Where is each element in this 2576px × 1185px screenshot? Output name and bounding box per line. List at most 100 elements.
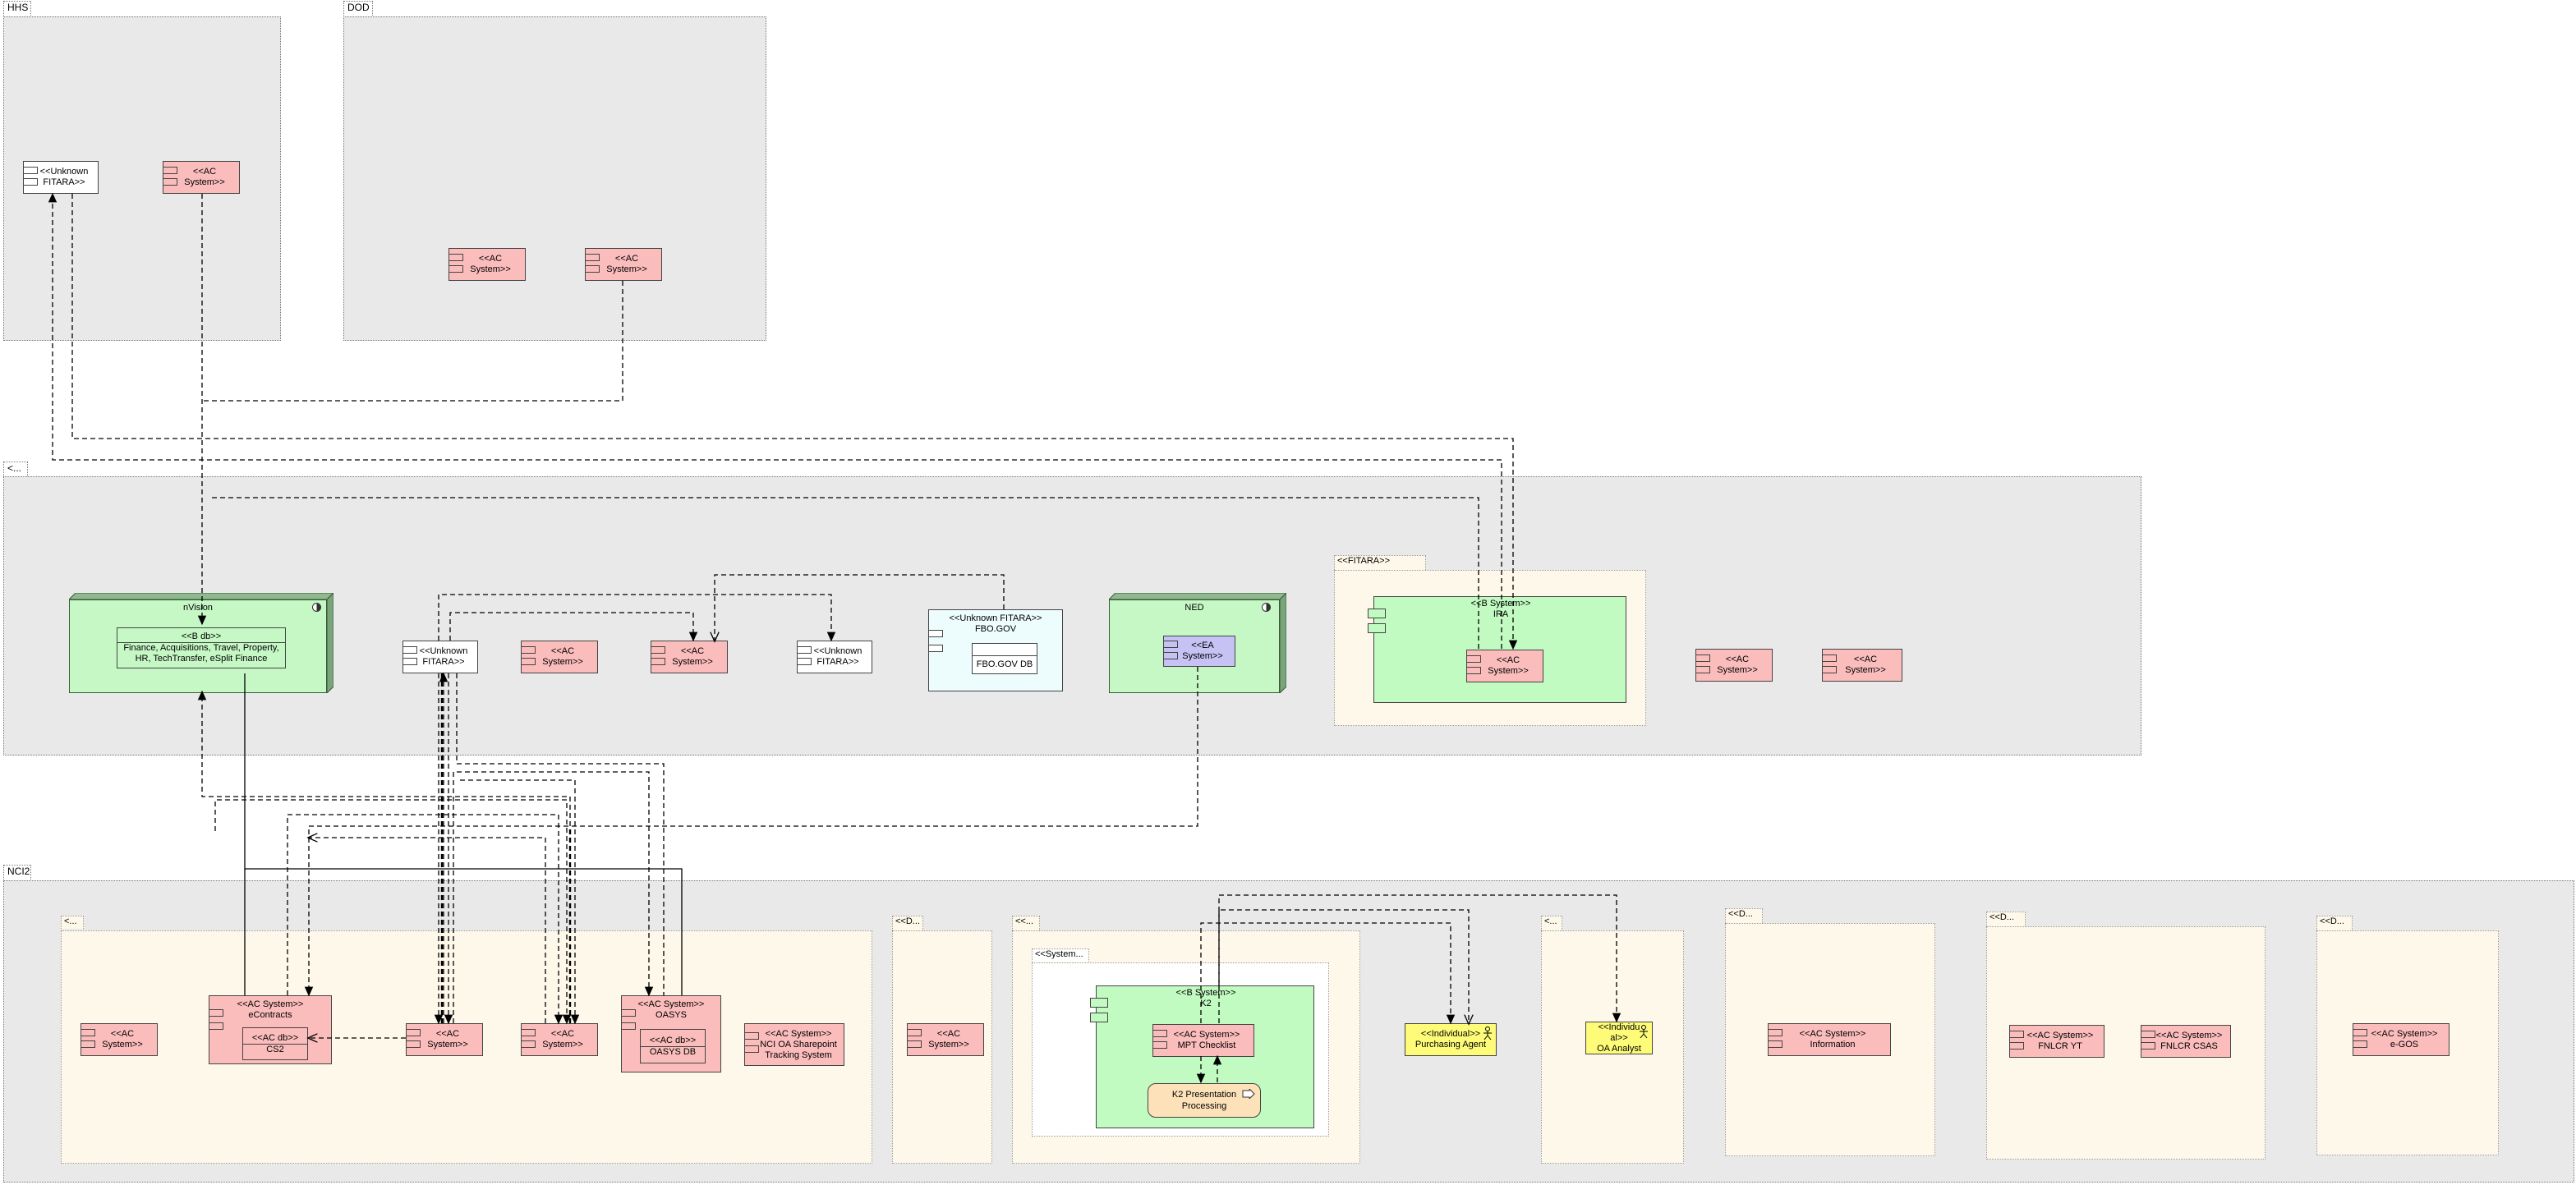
component-stereotype: <<AC System>> (606, 254, 647, 274)
package-tab-nci2[interactable]: NCI2 (3, 865, 31, 881)
b-system-name: K2 (1200, 999, 1212, 1008)
oasys-db[interactable]: <<AC db>> OASYS DB (640, 1029, 706, 1063)
subpackage-tab-mid[interactable]: <... (1541, 916, 1562, 930)
component-stereotype: <<AC System>> (2371, 1029, 2438, 1039)
component-stereotype: <<Unknown FITARA>> (949, 613, 1042, 623)
nvision-db[interactable]: <<B db>> Finance, Acquisitions, Travel, … (117, 627, 286, 668)
component-stereotype: <<AC System>> (1173, 1030, 1240, 1040)
component-name: FNLCR CSAS (2160, 1041, 2218, 1051)
subpackage-tab-system[interactable]: <<System... (1032, 948, 1089, 962)
component-stereotype: <<AC System>> (1717, 655, 1758, 675)
fbo-gov-db[interactable]: FBO.GOV DB (972, 643, 1037, 674)
component-stereotype: <<AC System>> (542, 646, 583, 667)
k2-presentation-process[interactable]: K2 Presentation Processing (1148, 1083, 1261, 1118)
ac-system-component[interactable]: <<AC System>> (1466, 650, 1543, 682)
mpt-checklist-component[interactable]: <<AC System>> MPT Checklist (1152, 1024, 1254, 1057)
cs2-db[interactable]: <<AC db>> CS2 (242, 1027, 308, 1060)
component-stereotype: <<Unknown FITARA>> (419, 646, 468, 667)
db-name: OASYS DB (649, 1046, 697, 1057)
unknown-fitara-component[interactable]: <<Unknown FITARA>> (402, 641, 478, 673)
component-stereotype: <<Unknown FITARA>> (39, 167, 89, 187)
node-icon (312, 603, 321, 612)
k2-b-system[interactable]: <<B System>> K2 <<AC System>> MPT Checkl… (1090, 985, 1314, 1128)
egos-component[interactable]: <<AC System>> e-GOS (2353, 1023, 2450, 1056)
ac-system-component[interactable]: <<AC System>> (521, 1023, 598, 1056)
db-stereotype: <<AC db>> (641, 1036, 705, 1047)
b-system-stereotype: <<B System>> (1470, 599, 1531, 609)
db-stereotype: <<B db>> (117, 632, 285, 643)
subpackage-tab-d4[interactable]: <<D... (2316, 916, 2353, 930)
fbo-gov-component[interactable]: <<Unknown FITARA>> FBO.GOV FBO.GOV DB (928, 609, 1063, 691)
package-tab-middle[interactable]: <... (3, 462, 28, 478)
ac-system-component[interactable]: <<AC System>> (585, 248, 662, 281)
component-name: FBO.GOV (974, 624, 1017, 634)
component-stereotype: <<AC System>> (1845, 655, 1886, 675)
subpackage-tab-d2[interactable]: <<D... (1725, 908, 1763, 923)
unknown-fitara-component[interactable]: <<Unknown FITARA>> (23, 161, 99, 194)
component-stereotype: <<AC System>> (2155, 1031, 2223, 1040)
ira-b-system[interactable]: <<B System>> IRA <<AC System>> (1368, 596, 1626, 703)
subpackage-tab-left[interactable]: <... (61, 916, 84, 929)
ea-system-component[interactable]: <<EA System>> (1163, 636, 1235, 667)
ned-node[interactable]: NED <<EA System>> (1109, 593, 1286, 693)
b-system-name: IRA (1493, 609, 1509, 619)
db-name: CS2 (266, 1044, 284, 1054)
oasys-component[interactable]: <<AC System>> OASYS <<AC db>> OASYS DB (621, 995, 721, 1072)
nvision-node[interactable]: nVision <<B db>> Finance, Acquisitions, … (69, 593, 334, 693)
unknown-fitara-component[interactable]: <<Unknown FITARA>> (797, 641, 872, 673)
information-component[interactable]: <<AC System>> Information (1768, 1023, 1891, 1056)
subpackage-tab-d3[interactable]: <<D... (1986, 912, 2026, 926)
package-tab-dod[interactable]: DOD (343, 1, 373, 17)
component-stereotype: <<AC System>> (765, 1028, 832, 1039)
db-text: Finance, Acquisitions, Travel, Property,… (123, 643, 279, 664)
component-name: NCI OA Sharepoint Tracking System (760, 1039, 837, 1060)
db-header (973, 647, 1037, 656)
component-name: OASYS (656, 1010, 687, 1020)
ac-system-component[interactable]: <<AC System>> (80, 1023, 158, 1056)
component-stereotype: <<AC System>> (102, 1029, 143, 1050)
ac-system-component[interactable]: <<AC System>> (448, 248, 526, 281)
ac-system-component[interactable]: <<AC System>> (163, 161, 240, 194)
component-name: Information (1810, 1040, 1856, 1050)
ac-system-component[interactable]: <<AC System>> (651, 641, 728, 673)
ac-system-component[interactable]: <<AC System>> (1822, 649, 1902, 682)
subpackage-tab-k2[interactable]: <<... (1012, 916, 1040, 930)
process-name: K2 Presentation Processing (1171, 1090, 1237, 1111)
ac-system-component[interactable]: <<AC System>> (521, 641, 598, 673)
subpackage-tab-d1[interactable]: <<D... (892, 916, 923, 930)
node-icon (1262, 603, 1271, 612)
component-name: MPT Checklist (1177, 1040, 1236, 1050)
component-stereotype: <<AC System>> (427, 1029, 468, 1050)
fnlcr-yt-component[interactable]: <<AC System>> FNLCR YT (2009, 1025, 2104, 1058)
component-stereotype: <<Unknown FITARA>> (813, 646, 862, 667)
econtracts-component[interactable]: <<AC System>> eContracts <<AC db>> CS2 (209, 995, 332, 1064)
component-name: eContracts (248, 1010, 292, 1020)
oa-analyst-actor[interactable]: <<Individu al>> OA Analyst (1585, 1022, 1653, 1054)
component-stereotype: <<AC System>> (928, 1029, 969, 1050)
component-stereotype: <<AC System>> (542, 1029, 583, 1050)
component-stereotype: <<EA System>> (1182, 641, 1223, 661)
ac-system-component[interactable]: <<AC System>> (406, 1023, 483, 1056)
sharepoint-component[interactable]: <<AC System>> NCI OA Sharepoint Tracking… (744, 1023, 844, 1066)
subpackage-tab-fitara[interactable]: <<FITARA>> (1334, 555, 1426, 570)
fnlcr-csas-component[interactable]: <<AC System>> FNLCR CSAS (2141, 1025, 2231, 1058)
component-stereotype: <<AC System>> (637, 999, 705, 1009)
ac-system-component[interactable]: <<AC System>> (907, 1023, 984, 1056)
node-title: NED (1184, 603, 1204, 613)
purchasing-agent-actor[interactable]: <<Individual>> Purchasing Agent (1405, 1023, 1497, 1056)
stick-figure-icon (1640, 1025, 1648, 1038)
ac-system-component[interactable]: <<AC System>> (1695, 649, 1773, 682)
b-system-stereotype: <<B System>> (1175, 988, 1236, 998)
process-arrow-icon (1242, 1089, 1255, 1099)
db-stereotype: <<AC db>> (243, 1033, 307, 1045)
actor-stereotype: <<Individual>> (1420, 1029, 1481, 1039)
package-tab-hhs[interactable]: HHS (3, 1, 31, 17)
component-stereotype: <<AC System>> (184, 167, 225, 187)
component-stereotype: <<AC System>> (237, 999, 304, 1009)
package-dod[interactable] (343, 16, 766, 341)
node-title: nVision (183, 603, 213, 613)
component-stereotype: <<AC System>> (2026, 1031, 2094, 1040)
component-stereotype: <<AC System>> (672, 646, 713, 667)
stick-figure-icon (1484, 1027, 1492, 1040)
actor-name: Purchasing Agent (1414, 1040, 1487, 1050)
